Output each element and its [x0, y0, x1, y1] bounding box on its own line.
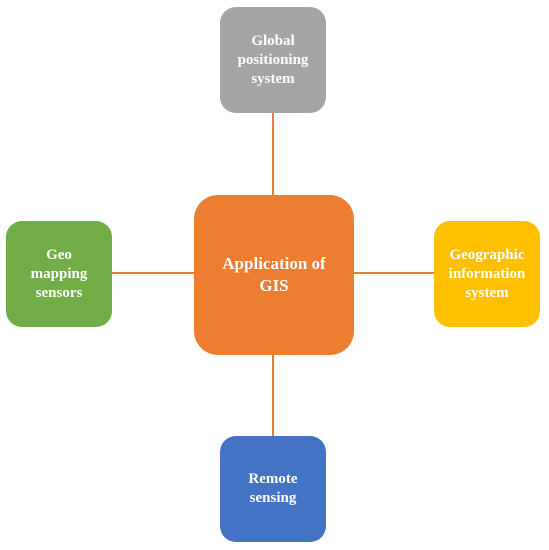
connector-top — [272, 112, 274, 196]
connector-right — [353, 272, 435, 274]
connector-left — [111, 272, 195, 274]
connector-bottom — [272, 354, 274, 436]
